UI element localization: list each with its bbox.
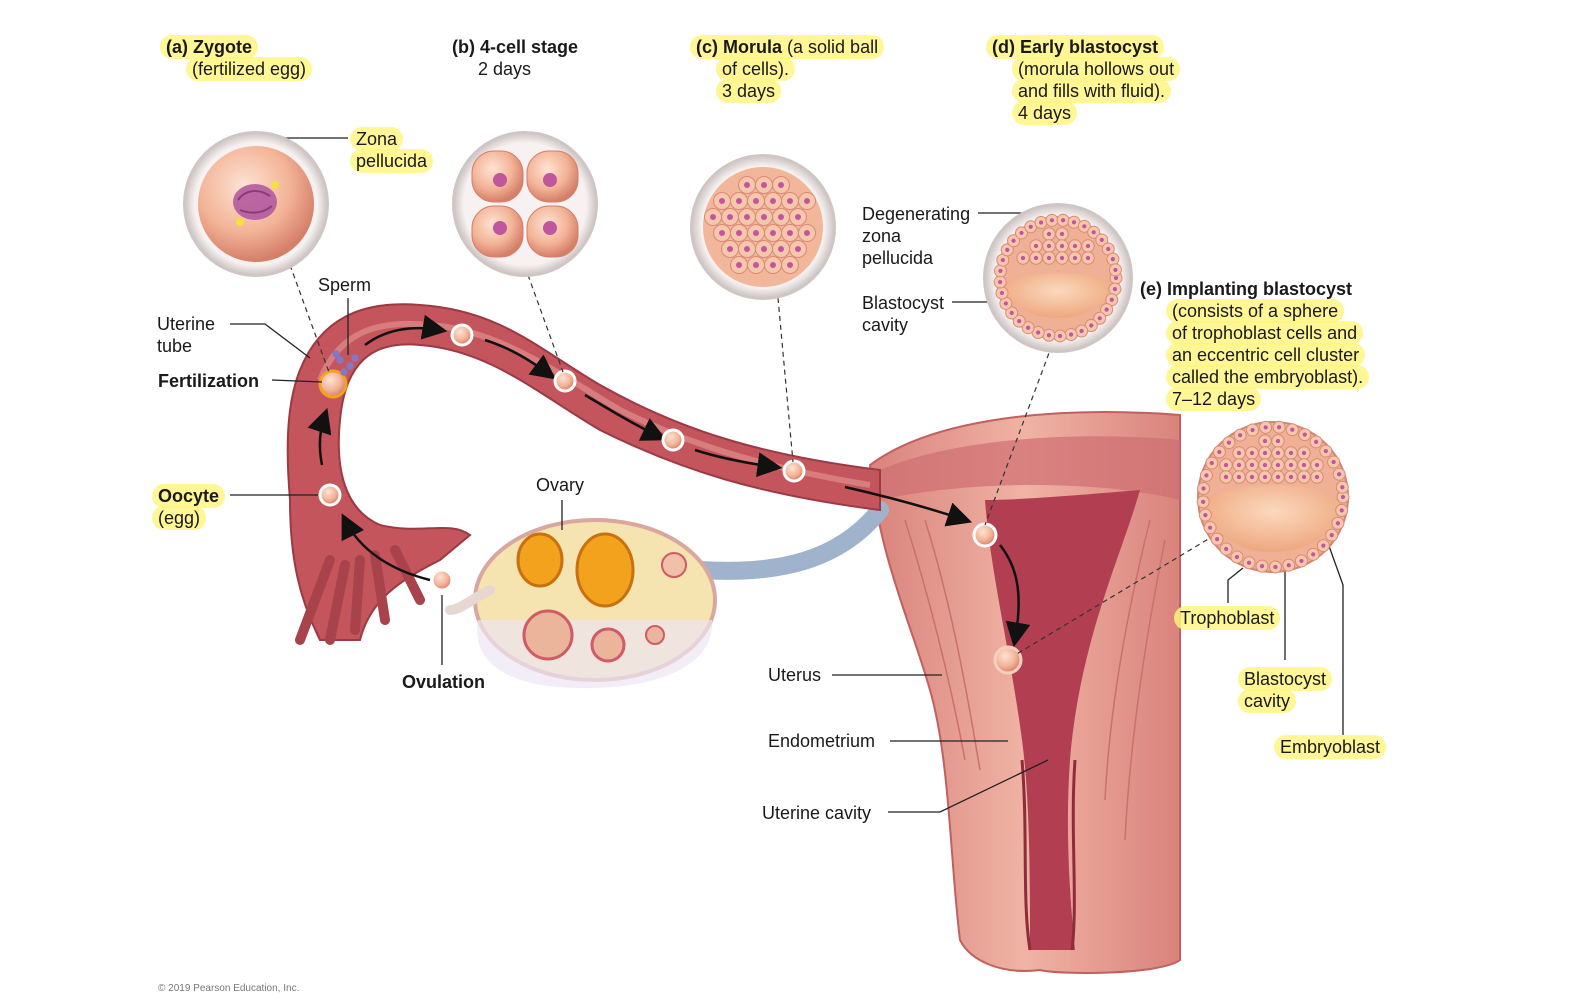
stage-a-desc: (fertilized egg) [186, 57, 313, 81]
stage-e-desc-2: of trophoblast cells and [1166, 321, 1364, 345]
stage-e-days: 7–12 days [1166, 387, 1262, 411]
dashed-connectors [289, 264, 1216, 656]
sperm-cluster [332, 350, 359, 376]
label-trophoblast: Trophoblast [1174, 606, 1281, 630]
label-embryoblast: Embryoblast [1274, 735, 1387, 759]
ovary-illustration [445, 518, 717, 689]
stage-e-label: (e) Implanting blastocyst (consists of a… [1140, 278, 1370, 411]
stage-b-letter: (b) [452, 37, 475, 57]
four-cell-illustration [452, 131, 598, 277]
label-ovary: Ovary [536, 475, 585, 495]
pathway-arrows [307, 314, 1031, 648]
label-uterus: Uterus [768, 665, 822, 685]
stage-d-title: Early blastocyst [1020, 37, 1159, 57]
label-zona-pellucida: Zona pellucida [350, 127, 434, 173]
stage-b-label: (b) 4-cell stage 2 days [452, 36, 578, 80]
label-fertilization: Fertilization [158, 371, 260, 391]
ovarian-ligament [691, 501, 889, 580]
stage-e-letter: (e) [1140, 279, 1162, 299]
label-uterine-tube: Uterine tube [157, 314, 216, 356]
label-uterine-cavity: Uterine cavity [762, 803, 872, 823]
implanting-blastocyst-illustration [1196, 420, 1350, 574]
stage-d-desc-2: and fills with fluid). [1012, 79, 1172, 103]
stage-c-days: 3 days [716, 79, 782, 103]
stage-c-label: (c) Morula (a solid ball of cells). 3 da… [690, 35, 885, 103]
label-blastocyst-cavity-d: Blastocyst cavity [862, 293, 945, 335]
stage-d-label: (d) Early blastocyst (morula hollows out… [986, 35, 1181, 125]
stage-b-desc: 2 days [478, 59, 532, 79]
stage-e-desc-4: called the embryoblast). [1166, 365, 1370, 389]
stage-a-title: Zygote [193, 37, 253, 57]
stage-c-title: Morula [723, 37, 783, 57]
label-oocyte: Oocyte (egg) [152, 484, 226, 530]
stage-c-letter: (c) [696, 37, 718, 57]
stage-a-label: (a) Zygote (fertilized egg) [160, 35, 313, 81]
morula-illustration [690, 154, 836, 300]
label-degenerating-zona: Degenerating zona pellucida [862, 204, 971, 268]
early-blastocyst-illustration [983, 203, 1133, 353]
label-blastocyst-cavity-e: Blastocyst cavity [1238, 667, 1333, 713]
label-sperm: Sperm [318, 275, 372, 295]
stage-d-letter: (d) [992, 37, 1015, 57]
stage-c-desc: of cells). [716, 57, 796, 81]
copyright-notice: © 2019 Pearson Education, Inc. [158, 983, 300, 994]
stage-e-desc-3: an eccentric cell cluster [1166, 343, 1366, 367]
stage-d-days: 4 days [1012, 101, 1078, 125]
stage-d-desc-1: (morula hollows out [1012, 57, 1181, 81]
embryo-markers [318, 323, 1023, 675]
stage-e-title: Implanting blastocyst [1167, 279, 1353, 299]
stage-b-title: 4-cell stage [480, 37, 579, 57]
label-endometrium: Endometrium [768, 731, 876, 751]
zygote-illustration [183, 131, 329, 277]
stage-e-desc-1: (consists of a sphere [1166, 299, 1345, 323]
uterus-illustration [868, 411, 1181, 974]
stage-a-letter: (a) [166, 37, 188, 57]
label-ovulation: Ovulation [402, 672, 486, 692]
stage-c-rest: (a solid ball [782, 37, 879, 57]
